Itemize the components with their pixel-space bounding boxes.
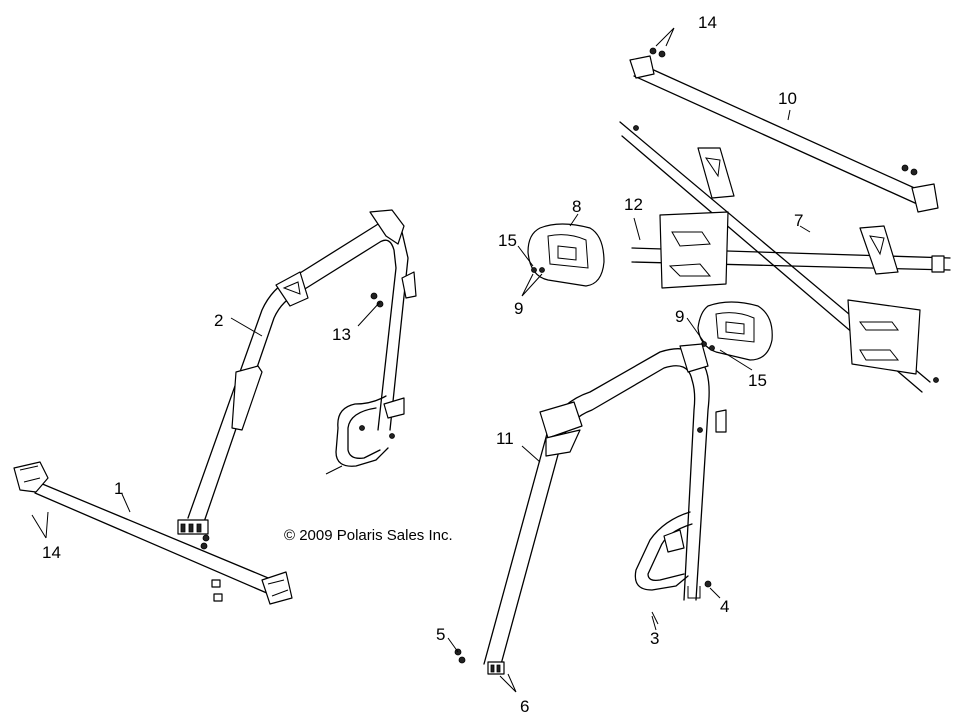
callout-14-left: 14	[42, 543, 61, 562]
callout-2: 2	[214, 311, 223, 330]
callout-14-top: 14	[698, 13, 717, 32]
callout-11: 11	[496, 429, 514, 448]
callout-4: 4	[720, 597, 729, 616]
callout-15-upper: 15	[498, 231, 517, 250]
callout-10: 10	[778, 89, 797, 108]
callout-15-lower: 15	[748, 371, 767, 390]
part-7-brace-assembly	[619, 121, 951, 393]
callout-5: 5	[436, 625, 445, 644]
callout-13: 13	[332, 325, 351, 344]
callout-3: 3	[650, 629, 659, 648]
part-8-mirror-upper	[527, 223, 605, 287]
part-1-side-bar	[13, 461, 293, 605]
callout-9-lower: 9	[675, 307, 684, 326]
part-mirror-lower	[697, 301, 773, 361]
part-11-front-hoop	[454, 343, 727, 675]
part-10-cross-bar	[629, 47, 939, 213]
callout-6: 6	[520, 697, 529, 716]
callout-numbers: 1 2 3 4 5 6 7 8 9 9 10 11 12 13 14 14 15…	[42, 13, 803, 716]
callout-9-upper: 9	[514, 299, 523, 318]
part-2-rear-hoop	[177, 209, 417, 550]
callout-12: 12	[624, 195, 643, 214]
callout-1: 1	[114, 479, 123, 498]
leader-lines	[31, 27, 811, 693]
callout-7: 7	[794, 211, 803, 230]
copyright-notice: © 2009 Polaris Sales Inc.	[284, 527, 453, 544]
callout-8: 8	[572, 197, 581, 216]
